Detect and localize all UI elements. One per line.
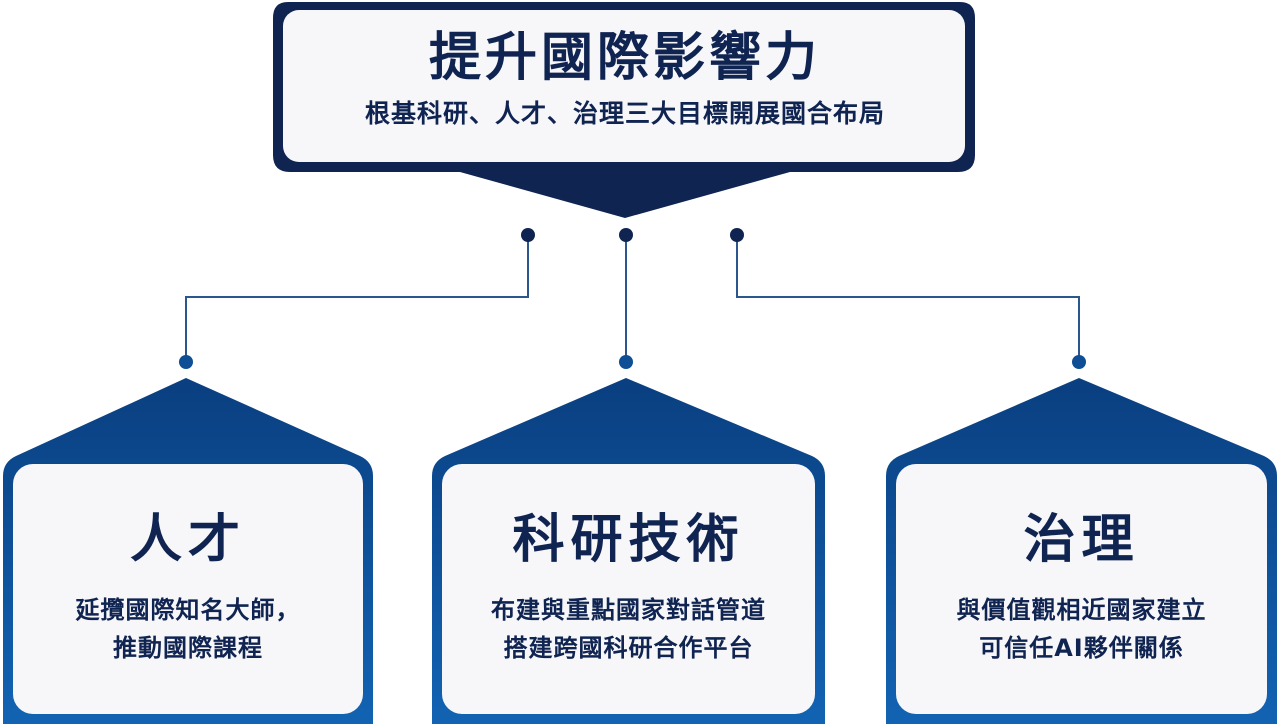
dot-top-left [521,228,535,242]
pillar-research-text: 科研技術 布建與重點國家對話管道 搭建跨國科研合作平台 [442,505,815,667]
connector-lines [185,236,1080,362]
main-goal-text: 提升國際影響力 根基科研、人才、治理三大目標開展國合布局 [290,20,960,132]
pillar-card-research [432,378,825,724]
pillar-governance-line-1: 與價值觀相近國家建立 [956,596,1207,624]
main-goal-title: 提升國際影響力 [428,28,821,88]
main-goal-card [273,2,975,218]
pillar-card-governance [886,378,1277,724]
pillar-research-line-1: 布建與重點國家對話管道 [491,596,766,624]
pillar-card-talent [3,378,373,724]
dot-bottom-left [179,355,193,369]
pillar-research-line-2: 搭建跨國科研合作平台 [503,634,754,662]
dot-top-center [619,228,633,242]
dot-top-right [730,228,744,242]
connector-dots [179,228,1086,369]
pillar-governance-text: 治理 與價值觀相近國家建立 可信任AI夥伴關係 [896,505,1267,667]
pillar-talent-text: 人才 延攬國際知名大師， 推動國際課程 [13,505,363,667]
pillar-talent-title: 人才 [129,510,246,570]
dot-bottom-right [1072,355,1086,369]
pillar-governance-title: 治理 [1023,510,1140,570]
connector-left [185,236,529,362]
pillar-research-title: 科研技術 [512,510,745,570]
connector-right [736,236,1080,362]
pillar-talent-line-2: 推動國際課程 [113,634,263,662]
dot-bottom-center [619,355,633,369]
pillar-talent-line-1: 延攬國際知名大師， [75,596,301,624]
main-goal-subtitle: 根基科研、人才、治理三大目標開展國合布局 [364,99,885,128]
pillar-governance-line-2: 可信任AI夥伴關係 [979,634,1184,662]
